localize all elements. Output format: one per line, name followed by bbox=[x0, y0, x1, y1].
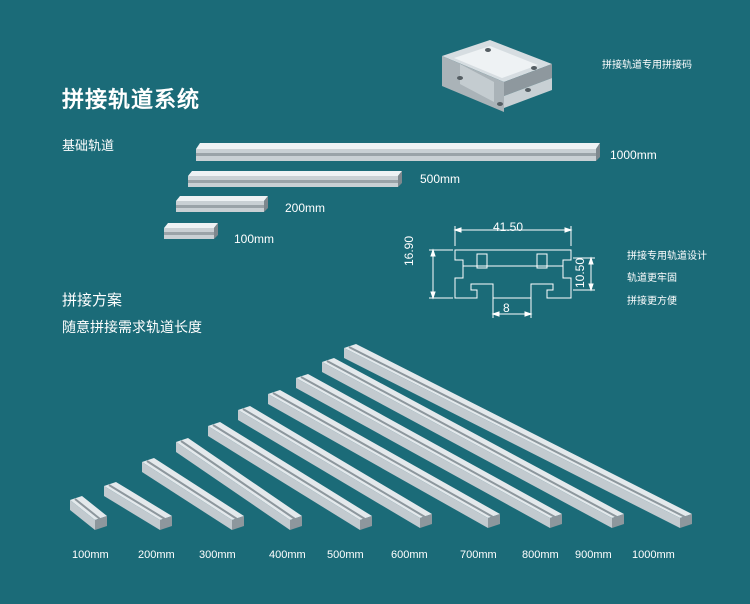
profile-width-dim: 41.50 bbox=[493, 220, 524, 234]
splice-rails-illustration bbox=[70, 344, 692, 530]
splice-rail-3 bbox=[142, 458, 244, 530]
splice-length-200: 200mm bbox=[138, 549, 175, 561]
splice-length-300: 300mm bbox=[199, 549, 236, 561]
splice-rail-7 bbox=[268, 390, 500, 528]
basic-rail-label-100: 100mm bbox=[234, 232, 275, 246]
basic-rail-100 bbox=[164, 223, 218, 239]
splice-rail-6 bbox=[238, 406, 432, 528]
splice-description: 随意拼接需求轨道长度 bbox=[62, 319, 202, 335]
page-title: 拼接轨道系统 bbox=[62, 87, 201, 112]
feature-3: 拼接更方便 bbox=[627, 296, 677, 307]
splice-connector-image bbox=[442, 40, 552, 112]
splice-rail-1 bbox=[70, 496, 107, 530]
splice-rail-10 bbox=[344, 344, 692, 528]
splice-length-700: 700mm bbox=[460, 549, 497, 561]
feature-1: 拼接专用轨道设计 bbox=[627, 251, 707, 262]
splice-rail-8 bbox=[296, 374, 562, 528]
profile-inner-dim: 10.50 bbox=[573, 257, 587, 288]
splice-length-100: 100mm bbox=[72, 549, 109, 561]
splice-length-500: 500mm bbox=[327, 549, 364, 561]
splice-rail-4 bbox=[176, 438, 302, 530]
splice-length-1000: 1000mm bbox=[632, 549, 675, 561]
feature-2: 轨道更牢固 bbox=[627, 273, 677, 284]
basic-rail-label: 基础轨道 bbox=[62, 138, 115, 153]
basic-rail-label-500: 500mm bbox=[420, 172, 461, 186]
profile-slot-dim: 8 bbox=[503, 301, 510, 315]
rail-profile-drawing bbox=[429, 226, 595, 318]
connector-label: 拼接轨道专用拼接码 bbox=[602, 60, 692, 71]
basic-rail-label-200: 200mm bbox=[285, 201, 326, 215]
splice-length-400: 400mm bbox=[269, 549, 306, 561]
basic-rail-500 bbox=[188, 171, 402, 187]
splice-length-800: 800mm bbox=[522, 549, 559, 561]
basic-rail-200 bbox=[176, 196, 268, 212]
splice-length-600: 600mm bbox=[391, 549, 428, 561]
splice-rail-9 bbox=[322, 358, 624, 528]
splice-length-900: 900mm bbox=[575, 549, 612, 561]
splice-rail-5 bbox=[208, 422, 372, 530]
splice-heading: 拼接方案 bbox=[62, 292, 123, 309]
profile-height-dim: 16.90 bbox=[402, 235, 416, 266]
basic-rail-label-1000: 1000mm bbox=[610, 148, 657, 162]
basic-rail-1000 bbox=[196, 143, 600, 161]
splice-rail-2 bbox=[104, 482, 172, 530]
